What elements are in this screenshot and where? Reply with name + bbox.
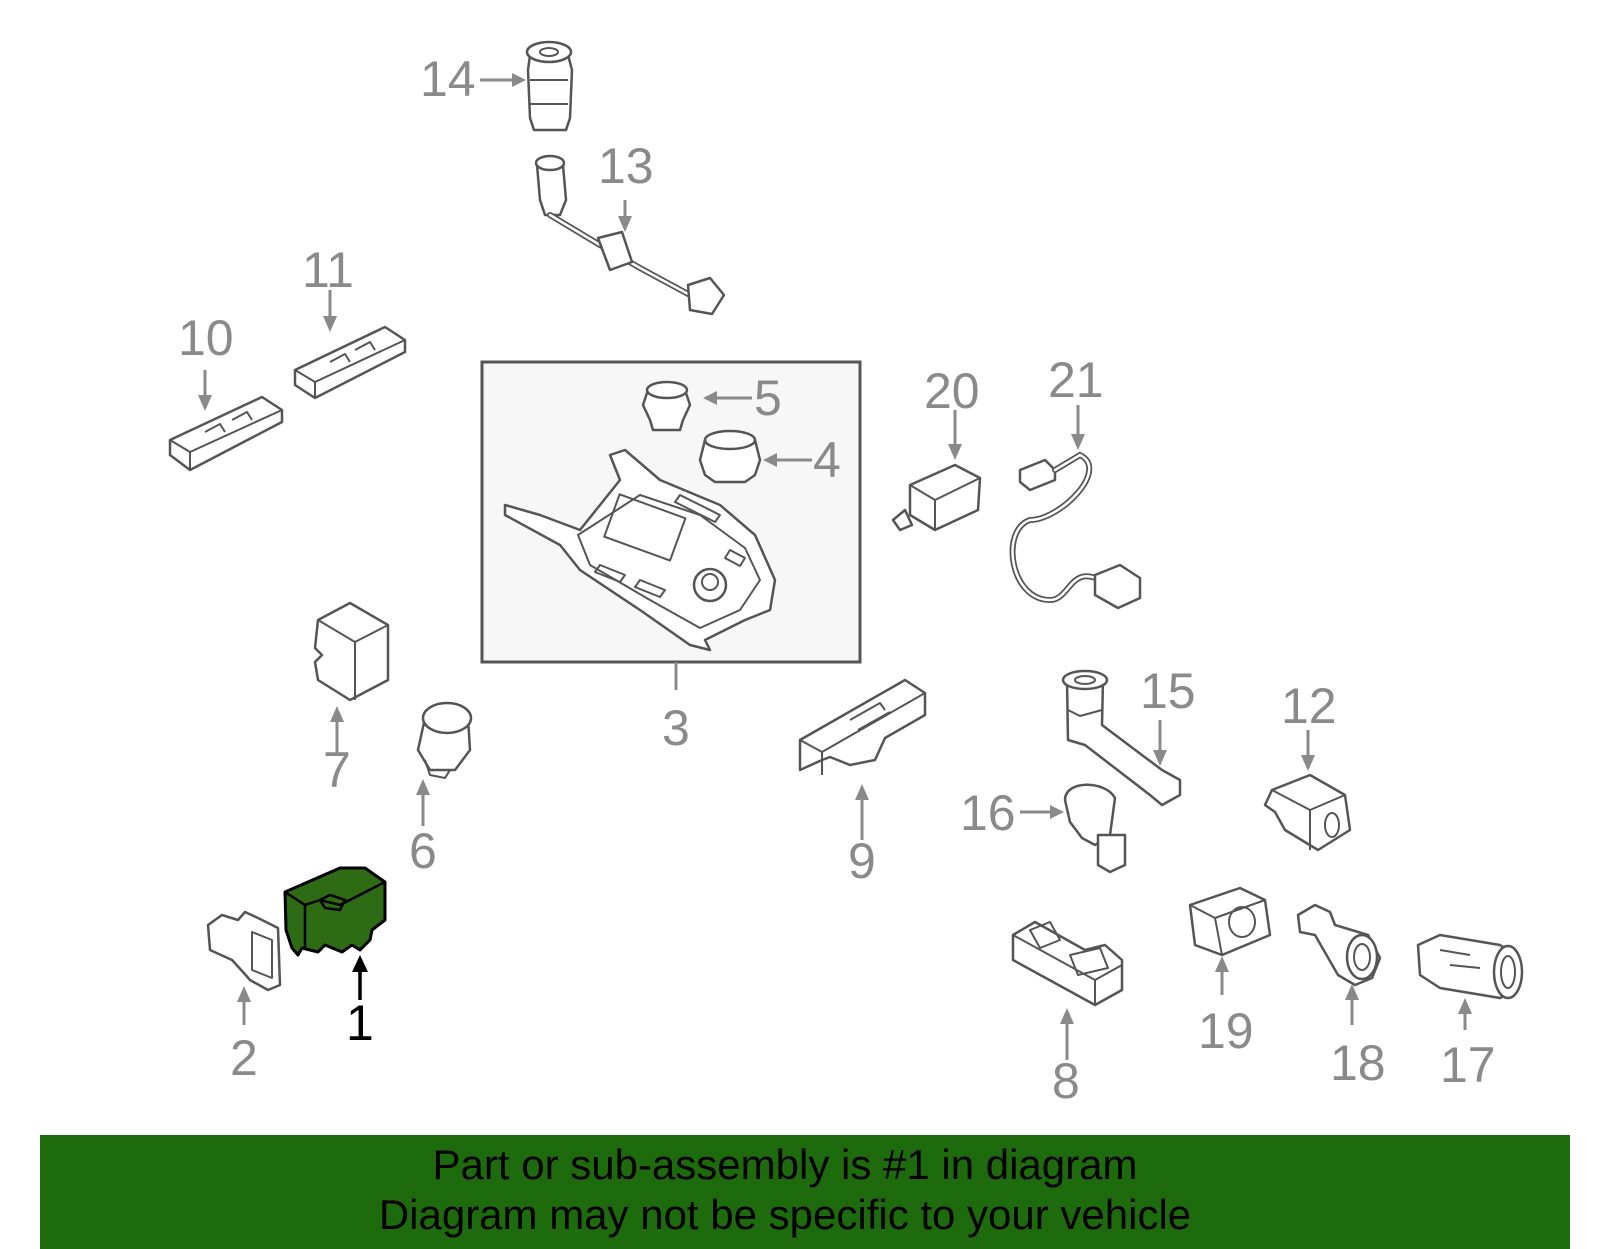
callout-4: 4 (813, 432, 841, 488)
banner-line-2: Diagram may not be specific to your vehi… (378, 1191, 1192, 1238)
part-17-cylinder[interactable]: 17 (1416, 933, 1524, 1093)
part-1-module-highlighted[interactable]: 1 (283, 866, 387, 1051)
part-3-console-panel-box[interactable]: 5 4 3 (480, 360, 862, 756)
callout-21: 21 (1048, 352, 1104, 408)
part-7-switch[interactable]: 7 (313, 601, 390, 798)
callout-5: 5 (754, 370, 782, 426)
part-9-switch-panel[interactable]: 9 (798, 678, 927, 889)
callout-6: 6 (409, 823, 437, 879)
part-8-window-switch[interactable]: 8 (1011, 920, 1124, 1109)
part-2-bracket[interactable]: 2 (206, 910, 282, 1086)
callout-18: 18 (1330, 1035, 1386, 1091)
callout-2: 2 (230, 1030, 258, 1086)
part-13-socket-harness[interactable]: 13 (534, 138, 726, 316)
part-21-harness[interactable]: 21 (1009, 352, 1142, 610)
callout-7: 7 (323, 742, 351, 798)
part-11-switch[interactable]: 11 (293, 242, 407, 400)
parts-diagram: 14 13 11 10 (168, 40, 1524, 1109)
callout-9: 9 (848, 833, 876, 889)
info-banner: Part or sub-assembly is #1 in diagram Di… (40, 1135, 1570, 1249)
part-10-switch[interactable]: 10 (168, 310, 284, 472)
callout-16: 16 (960, 785, 1016, 841)
callout-3: 3 (662, 700, 690, 756)
callout-20: 20 (924, 363, 980, 419)
callout-10: 10 (178, 310, 234, 366)
callout-11: 11 (302, 242, 354, 298)
part-14-lighter[interactable]: 14 (420, 40, 574, 132)
banner-line-1: Part or sub-assembly is #1 in diagram (432, 1141, 1138, 1188)
part-19-bezel[interactable]: 19 (1188, 886, 1272, 1059)
callout-15: 15 (1140, 663, 1196, 719)
part-6-button[interactable]: 6 (409, 701, 473, 879)
part-18-elbow-socket[interactable]: 18 (1296, 903, 1386, 1091)
callout-13: 13 (598, 138, 654, 194)
callout-19: 19 (1198, 1003, 1254, 1059)
callout-14: 14 (420, 51, 476, 107)
callout-1-highlighted: 1 (346, 995, 374, 1051)
callout-12: 12 (1281, 678, 1337, 734)
part-16-bulb-socket[interactable]: 16 (960, 783, 1127, 874)
part-12-connector[interactable]: 12 (1263, 678, 1352, 852)
part-20-connector[interactable]: 20 (891, 363, 982, 532)
callout-8: 8 (1052, 1053, 1080, 1109)
part-15-socket[interactable]: 15 (1061, 663, 1196, 807)
callout-17: 17 (1440, 1037, 1496, 1093)
